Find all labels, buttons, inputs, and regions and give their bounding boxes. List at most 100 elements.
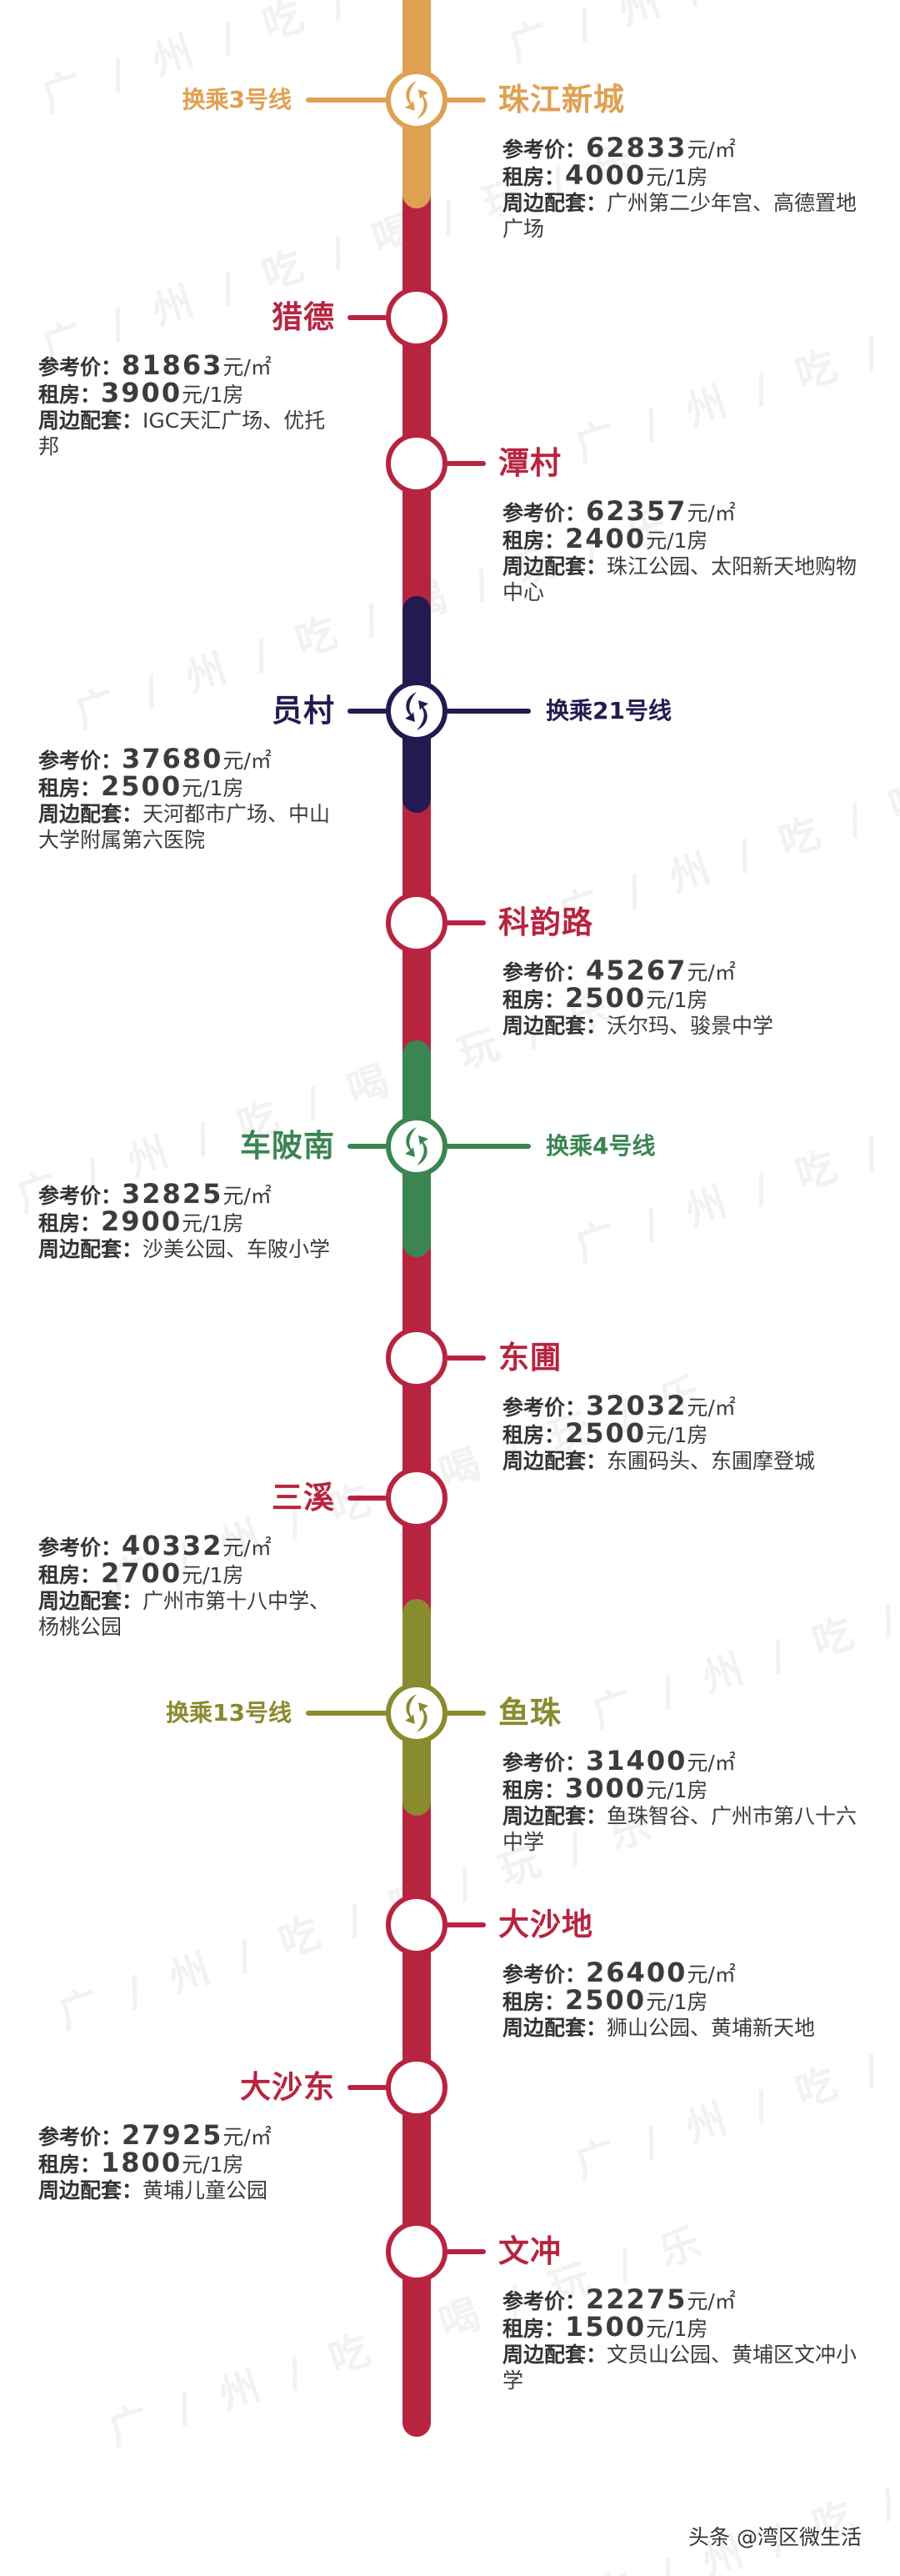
transfer-connector [306,98,388,103]
rent-label: 租房： [502,529,566,553]
station-name[interactable]: 珠江新城 [498,82,625,118]
facilities-label: 周边配套： [502,1014,608,1038]
transfer-arrows-icon [405,1694,428,1732]
transfer-arrows-icon [405,692,428,730]
rent-value: 2500 [565,982,647,1014]
station-marker[interactable] [386,2057,448,2118]
price-unit: 元/㎡ [687,1396,736,1420]
price-label: 参考价： [502,138,587,162]
price-row: 参考价：37680元/㎡ [38,745,338,774]
transfer-arrows-icon [405,1127,428,1165]
price-unit: 元/㎡ [687,2289,736,2313]
price-label: 参考价： [502,1396,587,1420]
rent-unit: 元/1房 [646,165,708,189]
interchange-station-marker[interactable] [386,680,448,742]
facilities-row: 周边配套：东圃码头、东圃摩登城 [502,1448,869,1474]
rent-unit: 元/1房 [646,529,708,553]
transfer-connector [306,1711,388,1716]
facilities-label: 周边配套： [38,2178,143,2203]
name-connector [446,920,486,925]
facilities-value: IGC天汇广场、优托邦 [38,408,326,459]
price-unit: 元/㎡ [222,749,272,773]
transfer-label[interactable]: 换乘3号线 [182,86,292,113]
facilities-label: 周边配套： [502,2016,608,2040]
name-connector [446,461,486,466]
station-name[interactable]: 文冲 [498,2233,562,2269]
facilities-row: 周边配套：珠江公园、太阳新天地购物中心 [502,554,869,605]
price-value: 62357 [586,495,688,527]
station-name[interactable]: 员村 [272,693,335,729]
rent-unit: 元/1房 [182,383,244,407]
price-row: 参考价：45267元/㎡ [502,957,869,985]
facilities-value: 黄埔儿童公园 [142,2178,268,2203]
facilities-value: 广州第二少年宫、高德置地广场 [502,191,858,241]
station-name[interactable]: 三溪 [272,1480,335,1516]
facilities-row: 周边配套：天河都市广场、中山大学附属第六医院 [38,801,338,853]
price-unit: 元/㎡ [687,501,736,525]
facilities-label: 周边配套： [502,1449,608,1473]
station-marker[interactable] [386,2221,448,2283]
facilities-value: 东圃码头、东圃摩登城 [607,1449,816,1473]
transfer-label[interactable]: 换乘4号线 [546,1132,656,1160]
price-value: 32032 [586,1390,688,1421]
rent-label: 租房： [38,1563,102,1587]
station-marker[interactable] [386,1327,448,1389]
interchange-station-marker[interactable] [386,69,448,131]
price-label: 参考价： [38,1184,122,1208]
station-name[interactable]: 鱼珠 [498,1695,562,1731]
price-row: 参考价：62357元/㎡ [502,498,869,526]
transfer-label[interactable]: 换乘21号线 [546,697,672,724]
station-marker[interactable] [386,1467,448,1529]
price-value: 22275 [586,2283,688,2315]
price-label: 参考价： [502,1962,587,1987]
station-name[interactable]: 东圃 [498,1340,562,1376]
price-row: 参考价：22275元/㎡ [502,2286,869,2314]
facilities-value: 沙美公园、车陂小学 [142,1237,331,1261]
facilities-row: 周边配套：狮山公园、黄埔新天地 [502,2015,869,2041]
transfer-label[interactable]: 换乘13号线 [166,1699,292,1727]
station-marker[interactable] [386,433,448,494]
price-row: 参考价：62833元/㎡ [502,134,869,163]
rent-label: 租房： [38,776,102,800]
facilities-value: 天河都市广场、中山大学附属第六医院 [38,802,331,852]
price-row: 参考价：81863元/㎡ [38,352,338,380]
price-unit: 元/㎡ [222,1536,272,1560]
facilities-label: 周边配套： [38,802,143,826]
price-row: 参考价：26400元/㎡ [502,1959,869,1987]
facilities-label: 周边配套： [502,191,608,215]
price-value: 40332 [122,1530,223,1561]
station-name[interactable]: 大沙地 [498,1907,593,1942]
price-label: 参考价： [502,2289,587,2313]
price-row: 参考价：40332元/㎡ [38,1530,338,1561]
price-unit: 元/㎡ [687,138,736,162]
rent-row: 租房：2700元/1房 [38,1560,338,1588]
station-marker[interactable] [386,287,448,348]
station-marker[interactable] [386,1894,448,1956]
station-name[interactable]: 科韵路 [498,905,593,940]
name-connector [446,1711,486,1716]
rent-unit: 元/1房 [646,1423,708,1447]
rent-value: 1500 [565,2311,647,2343]
rent-value: 4000 [565,159,647,191]
price-label: 参考价： [38,355,122,379]
price-value: 81863 [122,349,223,381]
interchange-station-marker[interactable] [386,1115,448,1177]
rent-label: 租房： [502,2317,566,2341]
transfer-arrows-icon [405,81,428,119]
rent-row: 租房：2900元/1房 [38,1208,338,1236]
interchange-station-marker[interactable] [386,1682,448,1744]
station-name[interactable]: 潭村 [498,445,562,481]
facilities-value: 鱼珠智谷、广州市第八十六中学 [502,1804,858,1854]
station-name[interactable]: 猎德 [272,299,335,335]
rent-value: 2500 [565,1984,647,2016]
station-marker[interactable] [386,892,448,954]
station-name[interactable]: 车陂南 [240,1128,335,1164]
facilities-row: 周边配套：沃尔玛、骏景中学 [502,1013,869,1039]
rent-value: 3000 [565,1772,647,1804]
station-name[interactable]: 大沙东 [240,2069,335,2105]
rent-row: 租房：3900元/1房 [38,379,338,408]
